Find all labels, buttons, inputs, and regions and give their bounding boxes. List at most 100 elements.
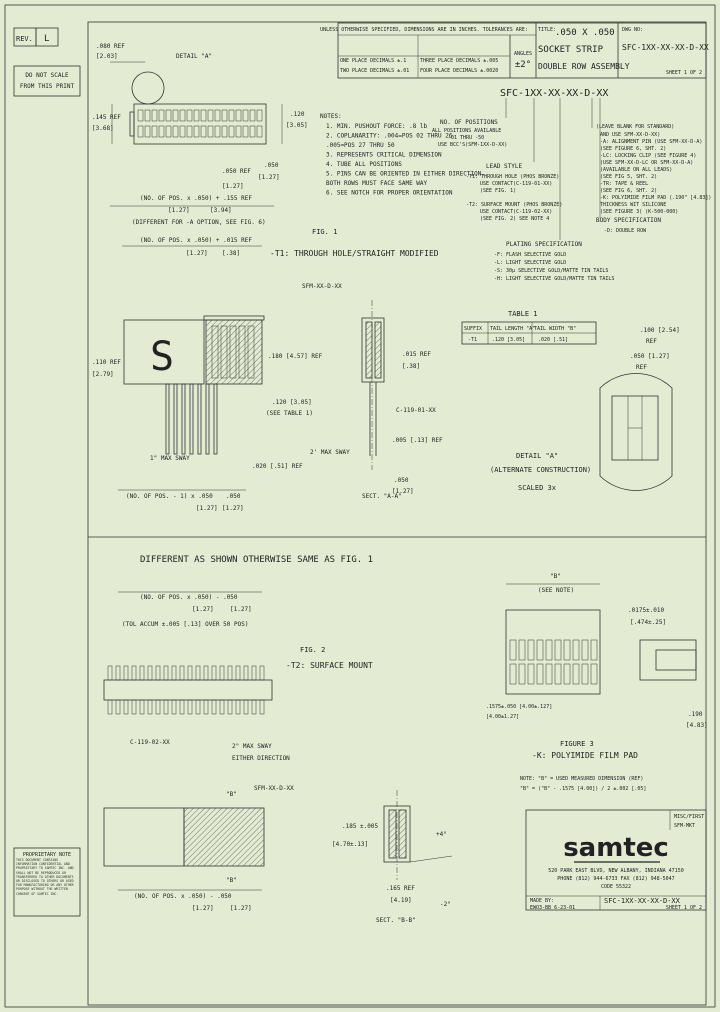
- dwg-label: DWG NO:: [622, 27, 643, 33]
- table1-header: SUFFIX: [464, 326, 482, 332]
- address3: CODE 55322: [601, 884, 631, 890]
- film-pad: [527, 639, 535, 661]
- fig2-sway-dir: EITHER DIRECTION: [232, 755, 290, 762]
- option-item: (USE SFM-XX-D-LC OR SFM-XX-D-A): [600, 160, 693, 166]
- pin-slot: [158, 109, 165, 122]
- pin-slot: [193, 125, 200, 138]
- fig1-part-sfm: SFM-XX-D-XX: [302, 283, 342, 290]
- pin-slot: [235, 125, 242, 138]
- option-item: (AVAILABLE ON ALL LEADS): [600, 167, 672, 173]
- smt-pin: [235, 699, 241, 715]
- fig2-dim-185: .185 ±.005: [342, 823, 379, 830]
- smt-pin: [163, 699, 169, 715]
- smt-pin: [155, 699, 161, 715]
- smt-pin: [187, 699, 193, 715]
- fig3-dim-0175: .0175±.010: [628, 607, 665, 614]
- fig3-dim-190-mm: [4.83]: [686, 722, 708, 729]
- fig1-dim-050: .050: [394, 477, 409, 484]
- body-spec-item: -D: DOUBLE ROW: [604, 228, 647, 234]
- film-pad: [509, 663, 517, 685]
- section-a-a: .015 REF [.38] C-119-01-XX 2' MAX SWAY .…: [310, 300, 443, 500]
- film-pad: [590, 639, 598, 661]
- smt-pin: [179, 665, 185, 681]
- fig1-pos-end-mm: [1.27]: [222, 505, 244, 512]
- pin-slot: [256, 109, 263, 122]
- detail-dim-050: .050 [1.27]: [630, 353, 670, 360]
- part-number-code: SFC-1XX-XX-XX-D-XX: [500, 88, 608, 99]
- fig3-dim-1575: .1575±.050 [4.00±.127]: [486, 704, 552, 710]
- fig2: DIFFERENT AS SHOWN OTHERWISE SAME AS FIG…: [103, 555, 373, 912]
- revision-box: REV. L: [13, 27, 59, 47]
- contact: [229, 325, 237, 379]
- fig2-angle-neg: -2°: [440, 901, 451, 908]
- plating-item: -L: LIGHT SELECTIVE GOLD: [494, 260, 566, 266]
- plating-item: -S: 30μ SELECTIVE GOLD/MATTE TIN TAILS: [494, 268, 608, 274]
- smt-pin: [131, 699, 137, 715]
- film-pad: [572, 639, 580, 661]
- detail-ref2: REF: [636, 364, 647, 371]
- pin-slot: [172, 109, 179, 122]
- fig2-dim-b: "B": [226, 791, 237, 798]
- smt-pin: [203, 665, 209, 681]
- smt-pin: [243, 699, 249, 715]
- fig1-s-mark: S: [150, 334, 174, 380]
- do-not-scale-box: DO NOT SCALE FROM THIS PRINT: [13, 65, 81, 97]
- note-item: BOTH ROWS MUST FACE SAME WAY: [326, 180, 428, 187]
- fig2-contact: C-119-02-XX: [130, 739, 170, 746]
- dim-050-mm: [1.27]: [258, 174, 280, 181]
- plating-item: -H: LIGHT SELECTIVE GOLD/MATTE TIN TAILS: [494, 276, 614, 282]
- part-number-breakdown: SFC-1XX-XX-XX-D-XX NO. OF POSITIONS ALL …: [432, 88, 711, 282]
- contact: [238, 325, 246, 379]
- fig1-dim-005: .005 [.13] REF: [392, 437, 443, 444]
- table1-cell: .020 [.51]: [538, 337, 568, 343]
- smt-pin: [251, 699, 257, 715]
- option-item: -TR: TAPE & REEL: [600, 181, 648, 187]
- smt-pin: [115, 665, 121, 681]
- fig1-dim-020: .020 [.51] REF: [252, 463, 303, 470]
- option-item: -LC: LOCKING CLIP (SEE FIGURE 4): [600, 153, 696, 159]
- made-by-label: MADE BY:: [530, 898, 554, 904]
- address1: 520 PARK EAST BLVD, NEW ALBANY, INDIANA …: [548, 868, 683, 874]
- dim-050: .050: [264, 162, 279, 169]
- film-pad: [563, 639, 571, 661]
- dim-145-mm: [3.68]: [92, 125, 114, 132]
- table1-title: TABLE 1: [508, 310, 538, 318]
- part-no-bottom: SFC-1XX-XX-XX-D-XX: [604, 897, 681, 905]
- pin-slot: [207, 109, 214, 122]
- fig2-pos-formula2: (NO. OF POS. x .050) - .050: [134, 893, 232, 900]
- pin-slot: [249, 109, 256, 122]
- note-item: 6. SEE NOTCH FOR PROPER ORIENTATION: [326, 190, 453, 197]
- dim-120-mm: [3.05]: [286, 122, 308, 129]
- dim-080: .080 REF: [96, 43, 125, 50]
- fig3-dim-b: "B": [550, 573, 561, 580]
- smt-pin: [251, 665, 257, 681]
- dim-145: .145 REF: [92, 114, 121, 121]
- fig2-banner: DIFFERENT AS SHOWN OTHERWISE SAME AS FIG…: [140, 555, 373, 565]
- fig1-subtitle: -T1: THROUGH HOLE/STRAIGHT MODIFIED: [270, 249, 439, 258]
- fig2-pos2-mm: [1.27]: [192, 905, 214, 912]
- fig2-dim-165: .165 REF: [386, 885, 415, 892]
- drawing-frame: [87, 21, 707, 1006]
- note-item: 3. REPRESENTS CRITICAL DIMENSION: [326, 152, 442, 159]
- options-list: AND USE SFM-XX-D-XX)-A: ALIGNMENT PIN (U…: [600, 132, 711, 215]
- plating-item: -F: FLASH SELECTIVE GOLD: [494, 252, 566, 258]
- fig3-dim-1575b: [4.00±1.27]: [486, 714, 519, 720]
- fig1-dim-180: .180 [4.57] REF: [268, 353, 323, 360]
- detail-title: DETAIL "A": [516, 452, 558, 460]
- sect-dim-015-mm: [.38]: [402, 363, 420, 370]
- smt-pin: [171, 699, 177, 715]
- fig2-angle-pos: +4°: [436, 831, 447, 838]
- tol-two-place: TWO PLACE DECIMALS ±.01: [340, 68, 409, 74]
- pin-slot: [228, 109, 235, 122]
- smt-pin: [107, 665, 113, 681]
- smt-pin: [147, 665, 153, 681]
- fig2-tol-accum: (TOL ACCUM ±.005 [.13] OVER 50 POS): [122, 621, 248, 628]
- top-view: .080 REF [2.03] DETAIL "A" .145 REF [3.6…: [92, 43, 308, 190]
- pin-slot: [214, 125, 221, 138]
- pin-slot: [137, 125, 144, 138]
- smt-pin: [171, 665, 177, 681]
- pin-slot: [249, 125, 256, 138]
- smt-pin: [235, 665, 241, 681]
- contact: [211, 325, 219, 379]
- title-line1: .050 X .050: [555, 28, 615, 38]
